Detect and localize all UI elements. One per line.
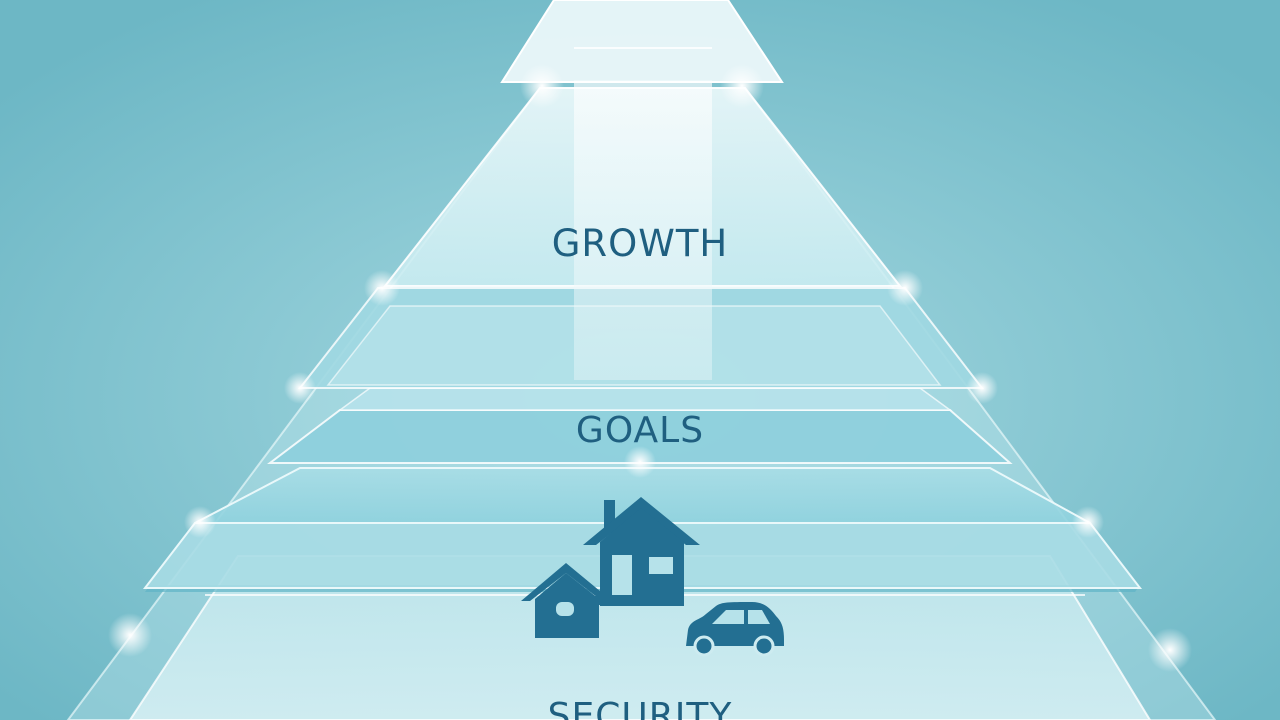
tier-label-growth: GROWTH	[551, 222, 729, 265]
small-house-icon	[521, 563, 639, 638]
sparkle-highlights	[108, 64, 1192, 672]
tier-label-goals: GOALS	[575, 410, 705, 451]
up-arrow-icon	[500, 0, 784, 380]
house-icon	[583, 497, 700, 606]
car-icon	[686, 602, 784, 657]
tier-label-security: SECURITY	[547, 696, 733, 720]
